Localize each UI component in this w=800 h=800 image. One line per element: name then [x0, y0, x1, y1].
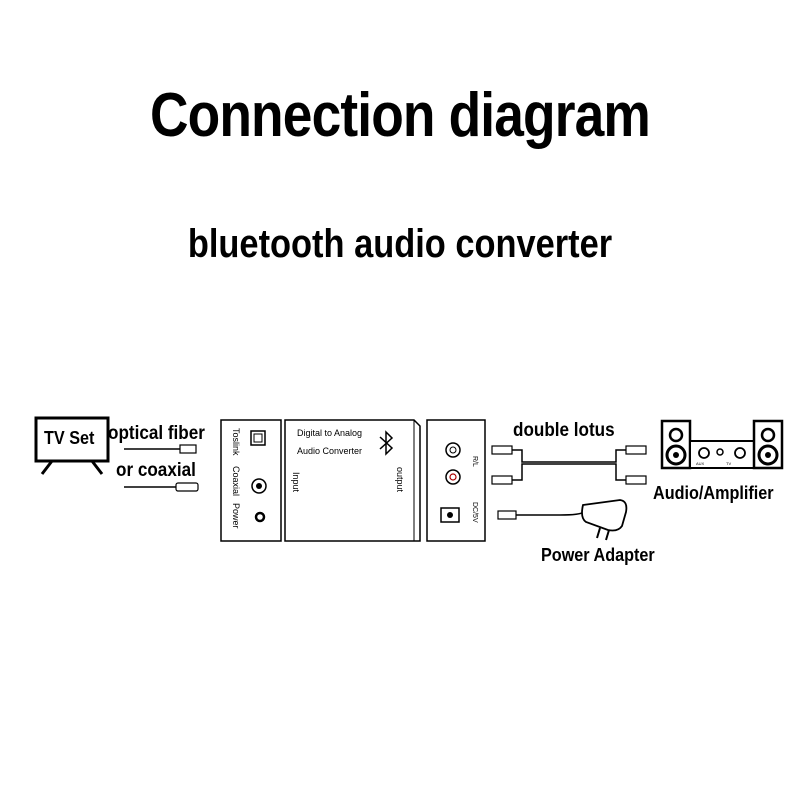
double-lotus-label: double lotus	[513, 420, 615, 441]
optical-label: optical fiber	[108, 423, 205, 444]
converter-input-label: Input	[291, 472, 301, 493]
speaker-left-icon	[660, 419, 692, 470]
input-panel	[220, 419, 282, 542]
converter-output-label: output	[395, 467, 405, 493]
coaxial-label: or coaxial	[116, 460, 196, 481]
bluetooth-icon	[379, 430, 394, 456]
power-adapter-label: Power Adapter	[541, 545, 655, 565]
dc-label: DC/5V	[471, 502, 478, 523]
coaxial-cable	[124, 482, 199, 492]
toslink-label: Toslink	[231, 428, 241, 456]
diagram-title: Connection diagram	[149, 81, 651, 150]
converter-box	[284, 419, 421, 542]
amp-knob1-label: AUX	[696, 461, 705, 466]
power-port-icon	[254, 511, 266, 523]
diagram-subtitle: bluetooth audio converter	[187, 222, 613, 266]
power-port-label: Power	[231, 503, 241, 529]
converter-line1: Digital to Analog	[297, 428, 363, 438]
double-lotus-cable	[491, 445, 647, 485]
output-panel	[426, 419, 486, 542]
amplifier-label: Audio/Amplifier	[653, 483, 774, 503]
coaxial-port-label: Coaxial	[231, 466, 241, 497]
converter-line2: Audio Converter	[297, 446, 363, 456]
tv-icon	[34, 416, 110, 475]
amp-knob2-label: TV	[726, 461, 731, 466]
optical-cable	[124, 444, 197, 454]
power-adapter-icon	[497, 499, 628, 541]
speaker-right-icon	[752, 419, 784, 470]
tv-label: TV Set	[44, 428, 95, 448]
rl-label: R/L	[471, 456, 478, 467]
